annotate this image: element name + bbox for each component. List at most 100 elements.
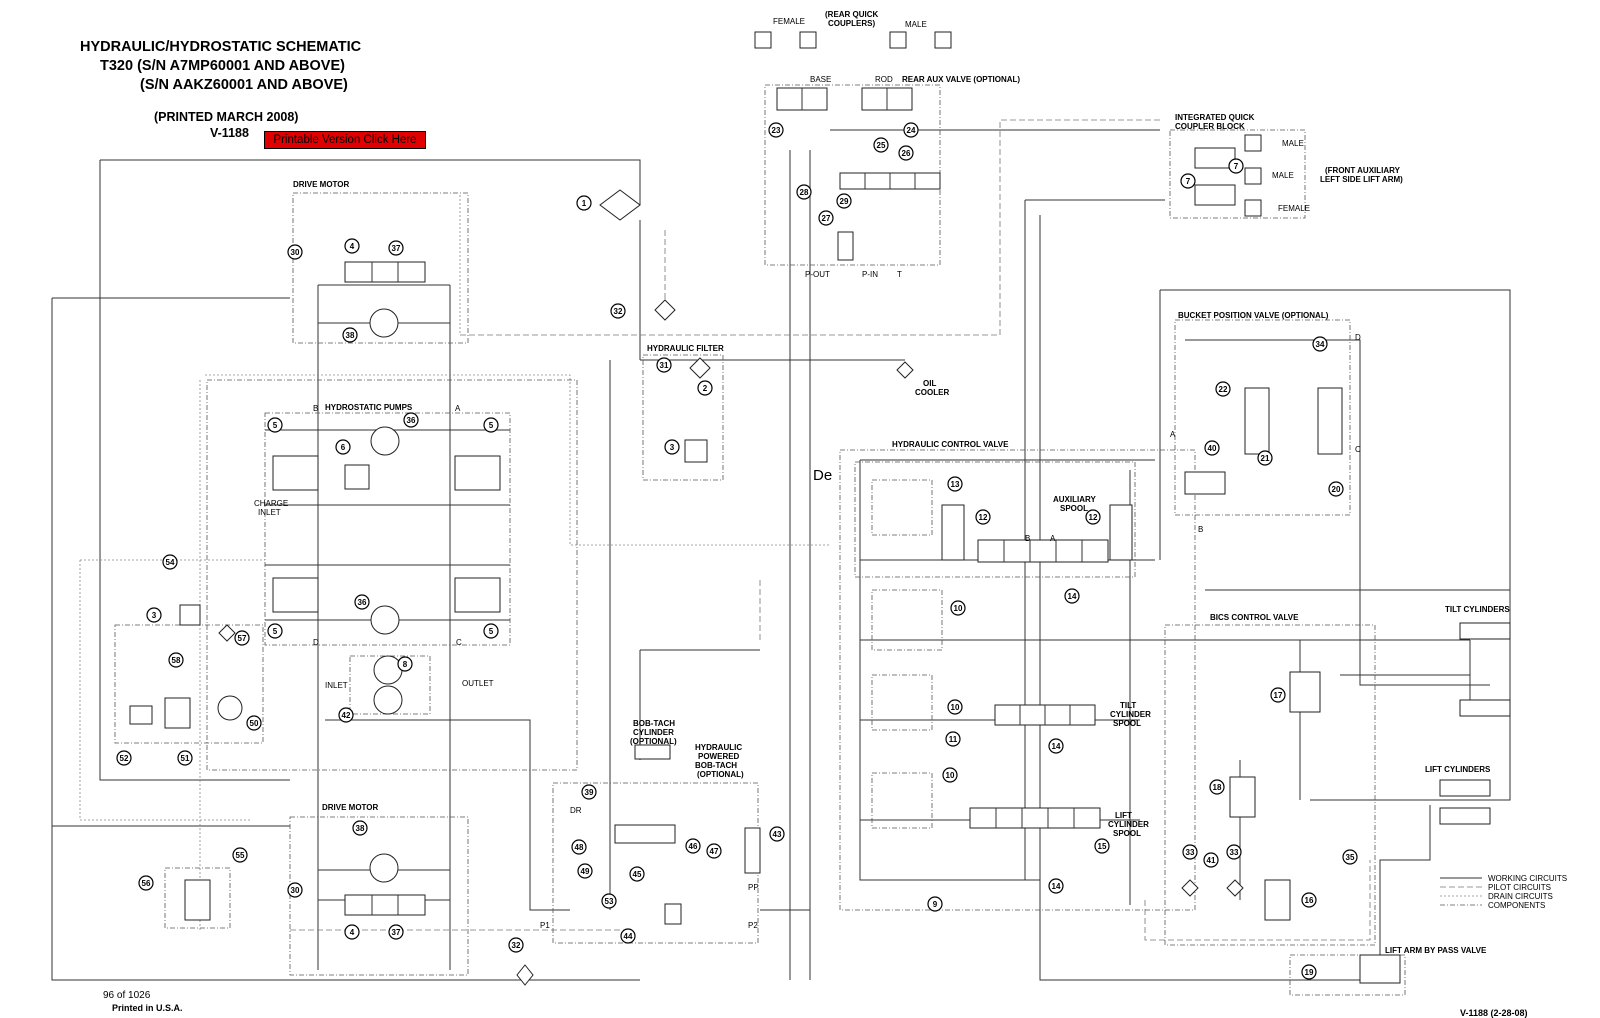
callout-50: 50	[246, 715, 262, 731]
callout-42: 42	[338, 707, 354, 723]
callout-26: 26	[898, 145, 914, 161]
callout-5: 5	[483, 417, 499, 433]
label-port-a: A	[455, 404, 461, 413]
page-count: 96 of 1026	[103, 990, 151, 1001]
callout-6: 6	[335, 439, 351, 455]
callout-number: 19	[1305, 968, 1314, 977]
label-spool-b: B	[1025, 534, 1030, 543]
callout-17: 17	[1270, 687, 1286, 703]
callout-number: 14	[1052, 742, 1061, 751]
label-tilt-cyl: TILT CYLINDERS	[1445, 605, 1510, 614]
callout-number: 8	[403, 660, 408, 669]
label-bp-b: B	[1198, 525, 1203, 534]
callout-56: 56	[138, 875, 154, 891]
callout-number: 10	[954, 604, 963, 613]
callout-number: 29	[840, 197, 849, 206]
callout-41: 41	[1203, 852, 1219, 868]
label-port-c: C	[456, 638, 462, 647]
callout-number: 26	[902, 149, 911, 158]
printable-version-button[interactable]: Printable Version Click Here	[264, 131, 426, 149]
callout-number: 27	[822, 214, 831, 223]
callout-number: 17	[1274, 691, 1283, 700]
callout-number: 36	[407, 416, 416, 425]
callout-12: 12	[975, 509, 991, 525]
callout-25: 25	[873, 137, 889, 153]
label-front-aux-1: (FRONT AUXILIARY	[1325, 166, 1401, 175]
callout-5: 5	[267, 623, 283, 639]
callout-46: 46	[685, 838, 701, 854]
callout-number: 3	[670, 443, 675, 452]
callout-number: 5	[489, 627, 494, 636]
cylinders	[754, 31, 1511, 825]
label-hpb-2: POWERED	[698, 752, 740, 761]
callout-number: 15	[1098, 842, 1107, 851]
label-p-out: P-OUT	[805, 270, 830, 279]
callout-34: 34	[1312, 336, 1328, 352]
callout-52: 52	[116, 750, 132, 766]
callout-37: 37	[388, 924, 404, 940]
label-pump-inlet: INLET	[325, 681, 348, 690]
printed-date: (PRINTED MARCH 2008)	[154, 110, 299, 124]
callout-18: 18	[1209, 779, 1225, 795]
callout-11: 11	[945, 731, 961, 747]
legend-components: COMPONENTS	[1488, 901, 1545, 910]
callout-10: 10	[942, 767, 958, 783]
callout-number: 3	[152, 611, 157, 620]
label-pump-outlet: OUTLET	[462, 679, 494, 688]
label-male: MALE	[905, 20, 927, 29]
callout-number: 25	[877, 141, 886, 150]
callout-number: 56	[142, 879, 151, 888]
callout-3: 3	[146, 607, 162, 623]
callout-10: 10	[950, 600, 966, 616]
callout-30: 30	[287, 882, 303, 898]
callout-number: 30	[291, 886, 300, 895]
callout-number: 42	[342, 711, 351, 720]
callout-number: 5	[489, 421, 494, 430]
callout-number: 45	[633, 870, 642, 879]
callout-53: 53	[601, 893, 617, 909]
label-hpb-1: HYDRAULIC	[695, 743, 742, 752]
label-rear-quick: (REAR QUICK	[825, 10, 879, 19]
callout-number: 51	[181, 754, 190, 763]
label-female: FEMALE	[773, 17, 805, 26]
label-p2: P2	[748, 921, 758, 930]
callout-10: 10	[947, 699, 963, 715]
callout-44: 44	[620, 928, 636, 944]
label-charge: CHARGE	[254, 499, 288, 508]
callout-number: 49	[581, 867, 590, 876]
label-hpb-3: BOB-TACH	[695, 761, 737, 770]
callout-number: 7	[1234, 162, 1239, 171]
callout-number: 53	[605, 897, 614, 906]
label-rear-aux-valve: REAR AUX VALVE (OPTIONAL)	[902, 75, 1020, 84]
callout-4: 4	[344, 924, 360, 940]
callout-5: 5	[267, 417, 283, 433]
callout-57: 57	[234, 630, 250, 646]
callout-23: 23	[768, 122, 784, 138]
callout-19: 19	[1301, 964, 1317, 980]
callout-9: 9	[927, 896, 943, 912]
callout-36: 36	[354, 594, 370, 610]
callout-28: 28	[796, 184, 812, 200]
callout-number: 9	[933, 900, 938, 909]
callout-number: 57	[238, 634, 247, 643]
callout-number: 41	[1207, 856, 1216, 865]
callout-number: 55	[236, 851, 245, 860]
callout-49: 49	[577, 863, 593, 879]
callout-36: 36	[403, 412, 419, 428]
callout-35: 35	[1342, 849, 1358, 865]
label-port-b: B	[313, 404, 318, 413]
label-drive-motor-top: DRIVE MOTOR	[293, 180, 350, 189]
label-bobtach-cyl-1: BOB-TACH	[633, 719, 675, 728]
callout-7: 7	[1180, 173, 1196, 189]
label-bp-c: C	[1355, 445, 1361, 454]
callout-number: 48	[575, 843, 584, 852]
callout-number: 46	[689, 842, 698, 851]
callout-number: 39	[585, 788, 594, 797]
callout-33: 33	[1182, 844, 1198, 860]
callout-21: 21	[1257, 450, 1273, 466]
callout-number: 52	[120, 754, 129, 763]
diagram-labels: DRIVE MOTOR HYDROSTATIC PUMPS CHARGE INL…	[254, 10, 1510, 955]
callout-2: 2	[697, 380, 713, 396]
callout-number: 35	[1346, 853, 1355, 862]
